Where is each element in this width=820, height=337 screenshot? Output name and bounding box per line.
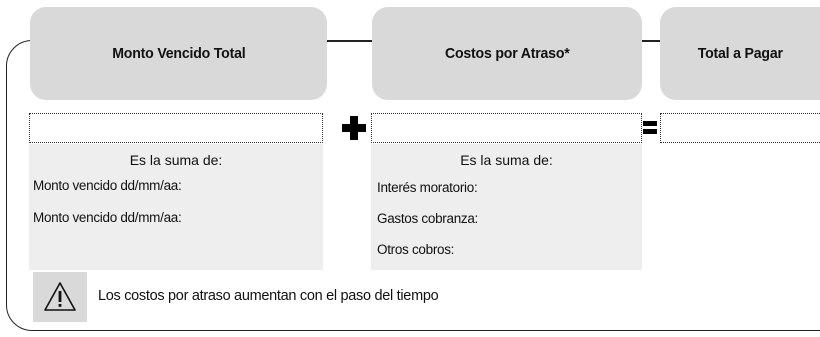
late-costs-field[interactable] <box>371 113 642 143</box>
header-late-costs-label: Costos por Atraso* <box>444 45 570 62</box>
header-overdue-total: Monto Vencido Total <box>30 7 327 100</box>
header-total-to-pay: Total a Pagar <box>660 7 820 100</box>
connector-line <box>327 41 372 42</box>
costs-line-moratory-interest: Interés moratorio: <box>377 180 478 195</box>
overdue-line-1: Monto vencido dd/mm/aa: <box>33 178 182 193</box>
overdue-line-2: Monto vencido dd/mm/aa: <box>33 210 182 225</box>
equals-sign-icon <box>643 120 657 135</box>
overdue-breakdown-panel: Es la suma de: Monto vencido dd/mm/aa: M… <box>29 144 323 270</box>
costs-breakdown-heading: Es la suma de: <box>460 152 553 168</box>
overdue-total-field[interactable] <box>29 113 323 143</box>
overdue-breakdown-heading: Es la suma de: <box>129 152 223 168</box>
warning-triangle-icon <box>44 282 76 311</box>
header-total-to-pay-label: Total a Pagar <box>697 45 783 62</box>
header-overdue-total-label: Monto Vencido Total <box>111 45 246 62</box>
total-to-pay-field[interactable] <box>660 113 820 143</box>
connector-line <box>642 41 660 42</box>
plus-sign-icon <box>341 115 367 141</box>
costs-line-other-charges: Otros cobros: <box>377 242 455 257</box>
header-late-costs: Costos por Atraso* <box>372 7 642 100</box>
costs-line-collection-fees: Gastos cobranza: <box>377 211 479 226</box>
warning-box <box>33 272 87 322</box>
warning-text: Los costos por atraso aumentan con el pa… <box>98 288 439 304</box>
costs-breakdown-panel: Es la suma de: Interés moratorio: Gastos… <box>371 144 642 270</box>
